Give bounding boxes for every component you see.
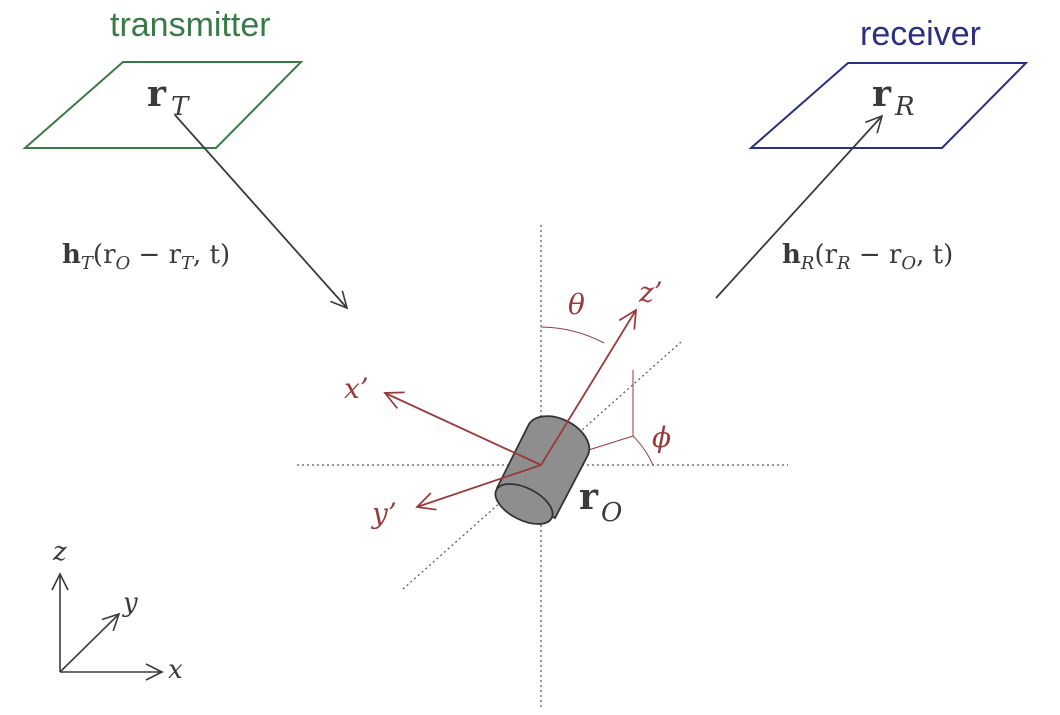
y-prime-label: y’ [370,497,397,530]
h-R-label: hR(rR − rO, t) [782,240,953,274]
body-frame-axes [383,308,638,511]
svg-text:T: T [171,92,190,122]
x-prime-label: x’ [344,372,369,405]
z-prime-label: z’ [638,276,663,309]
receive-path-arrow [715,114,884,299]
object-cylinder [494,415,591,525]
svg-text:O: O [601,498,622,528]
body-frame-labels: θ ϕ z’ x’ y’ [344,276,671,530]
triad-y-label: y [122,588,138,618]
y-prime-axis [415,464,542,511]
svg-text:r: r [579,476,599,518]
transmitter-group: transmitter r T [22,6,304,149]
cylinder-end-cap [494,483,554,525]
receiver-group: receiver r R [748,15,1029,149]
theta-arc [540,326,605,344]
h-T-label: hT(rO − rT, t) [62,240,230,274]
transmitter-title: transmitter [110,6,271,44]
svg-text:hR(rR − rO, t): hR(rR − rO, t) [782,240,953,274]
r-R-label: r R [872,73,915,122]
svg-text:r: r [872,73,892,115]
svg-text:hT(rO − rT, t): hT(rO − rT, t) [62,240,230,274]
transmit-path-arrow [174,114,349,310]
triad-z-label: z [52,537,67,567]
svg-text:R: R [894,92,915,122]
transmitter-plane [22,61,304,149]
triad-x-label: x [168,655,183,685]
r-T-label: r T [147,73,190,122]
svg-text:r: r [147,73,167,115]
x-prime-axis [383,391,542,466]
receiver-title: receiver [860,15,981,53]
z-prime-axis [540,308,638,466]
receiver-plane [748,62,1029,149]
phi-arc [632,435,654,466]
phi-label: ϕ [652,421,671,454]
triad-y-axis [59,612,121,673]
coordinate-triad: z y x [51,537,183,685]
r-O-label: r O [579,476,622,528]
theta-label: θ [568,288,585,321]
